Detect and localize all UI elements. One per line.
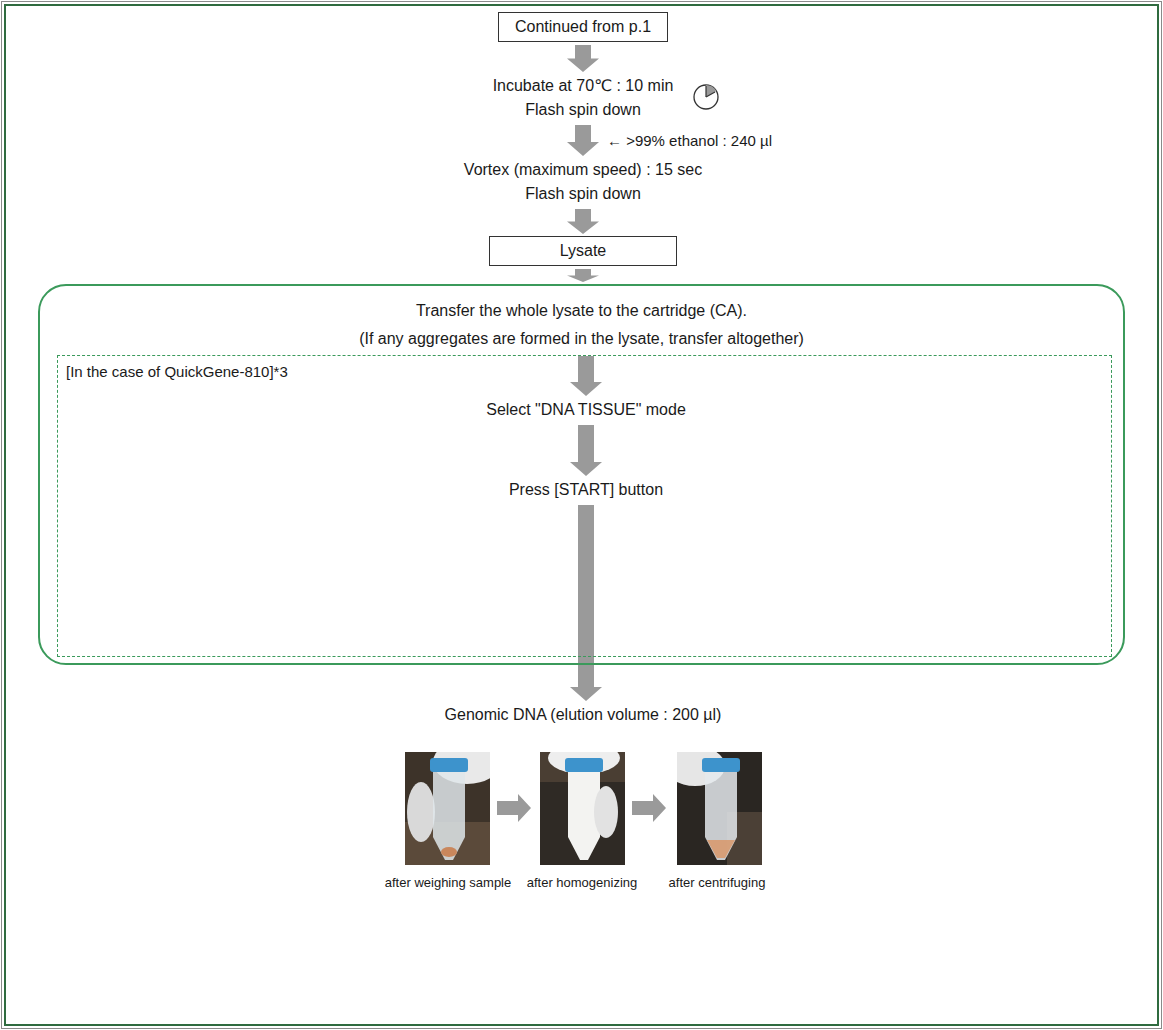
flow-arrow bbox=[570, 505, 602, 701]
flow-arrow bbox=[567, 45, 599, 72]
photo-tube bbox=[540, 752, 625, 865]
step-text-line: Transfer the whole lysate to the cartrid… bbox=[40, 297, 1123, 325]
step-text-line: Genomic DNA (elution volume : 200 µl) bbox=[445, 703, 722, 727]
flow-arrow bbox=[567, 125, 599, 156]
step-text-line: Select "DNA TISSUE" mode bbox=[486, 398, 686, 422]
step-text: Press [START] button bbox=[509, 478, 663, 502]
step-text: Select "DNA TISSUE" mode bbox=[486, 398, 686, 422]
instrument-group: [In the case of QuickGene-810]*3Select "… bbox=[57, 355, 1112, 657]
step-text-line: Continued from p.1 bbox=[515, 15, 651, 39]
process-box: Lysate bbox=[489, 236, 677, 266]
photo-tube bbox=[405, 752, 490, 865]
photo-arrow bbox=[632, 794, 666, 822]
step-text-line: (If any aggregates are formed in the lys… bbox=[40, 325, 1123, 353]
step-text-line: Flash spin down bbox=[493, 98, 674, 122]
clock-icon bbox=[694, 85, 718, 109]
step-text-line: Incubate at 70℃ : 10 min bbox=[493, 74, 674, 98]
flow-arrow bbox=[570, 356, 602, 396]
flow-arrow bbox=[567, 269, 599, 282]
step-text: Vortex (maximum speed) : 15 secFlash spi… bbox=[464, 158, 702, 206]
reagent-addition: ← >99% ethanol : 240 µl bbox=[605, 131, 774, 151]
photo-caption: after weighing sample bbox=[383, 874, 513, 891]
flow-arrow bbox=[570, 425, 602, 476]
inner-frame bbox=[5, 5, 1158, 1025]
step-text-line: Lysate bbox=[506, 239, 660, 263]
step-text: Incubate at 70℃ : 10 minFlash spin down bbox=[493, 74, 674, 122]
cartridge-region: Transfer the whole lysate to the cartrid… bbox=[38, 284, 1125, 665]
step-text-line: Vortex (maximum speed) : 15 sec bbox=[464, 158, 702, 182]
process-box: Continued from p.1 bbox=[498, 12, 668, 42]
photo-caption: after homogenizing bbox=[525, 874, 640, 891]
step-text-line: Flash spin down bbox=[464, 182, 702, 206]
flow-arrow bbox=[567, 209, 599, 234]
photo-tube bbox=[677, 752, 762, 865]
photo-caption: after centrifuging bbox=[667, 874, 768, 891]
step-text: Genomic DNA (elution volume : 200 µl) bbox=[445, 703, 722, 727]
step-text-line: Press [START] button bbox=[509, 478, 663, 502]
photo-arrow bbox=[497, 794, 531, 822]
step-text-line: [In the case of QuickGene-810]*3 bbox=[66, 360, 1103, 384]
